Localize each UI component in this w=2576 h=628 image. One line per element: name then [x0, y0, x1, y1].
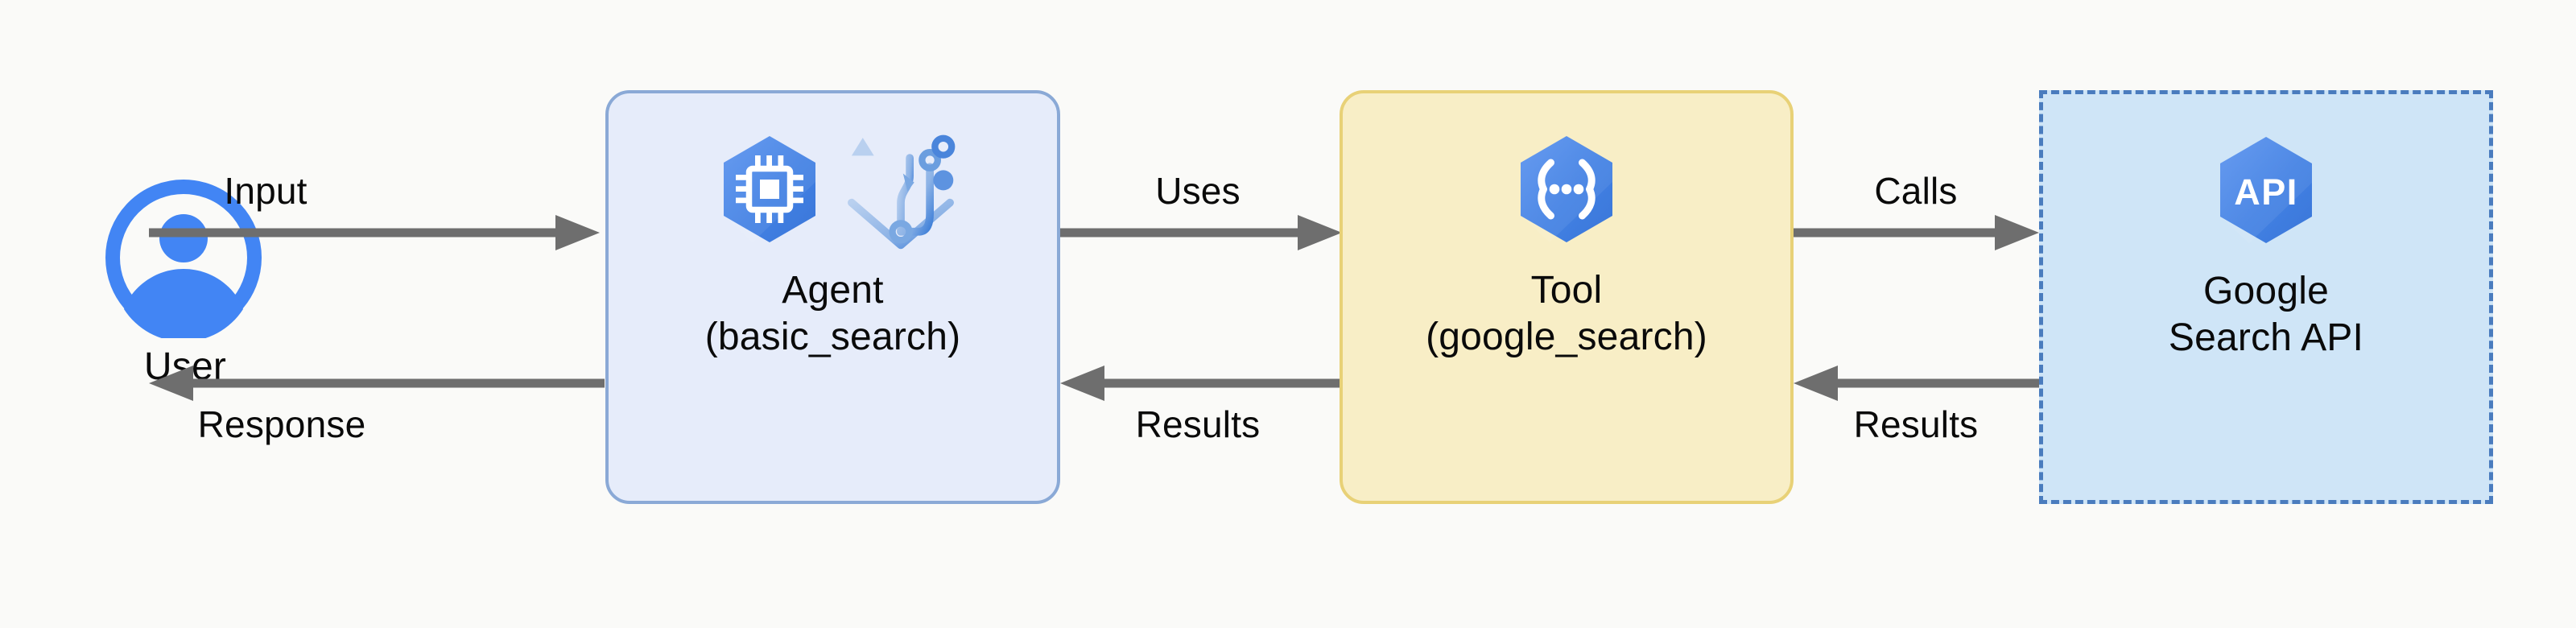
api-hexagon-icon: API: [2206, 130, 2326, 254]
node-api-label-line2: Search API: [2168, 316, 2364, 359]
cpu-chip-hexagon-icon: [709, 129, 830, 254]
agent-flow-icon: [844, 129, 957, 254]
arrow-user-to-agent: [149, 215, 600, 250]
arrow-api-to-tool: [1794, 366, 2039, 401]
agent-icon-row: [609, 130, 1057, 251]
node-agent-label-line1: Agent: [782, 269, 884, 312]
arrow-agent-to-tool: [1060, 215, 1342, 250]
node-tool-label: Tool (google_search): [1343, 267, 1790, 361]
node-api-label-line1: Google: [2203, 270, 2329, 312]
node-tool-label-line2: (google_search): [1426, 316, 1707, 358]
node-agent-label-line2: (basic_search): [704, 316, 961, 358]
user-avatar-icon: [103, 177, 264, 342]
api-hexagon-icon-text: API: [2234, 171, 2298, 213]
arrow-tool-to-api: [1794, 215, 2039, 250]
arrow-tool-to-agent: [1060, 366, 1342, 401]
code-brackets-hexagon-icon: [1506, 129, 1627, 254]
edge-label-results-tool: Results: [1135, 403, 1261, 445]
node-api-label: Google Search API: [2043, 268, 2489, 362]
node-tool[interactable]: Tool (google_search): [1340, 90, 1794, 504]
edge-label-response: Response: [197, 403, 366, 445]
tool-icon-row: [1343, 130, 1790, 251]
node-tool-label-line1: Tool: [1530, 269, 1603, 312]
node-agent-label: Agent (basic_search): [609, 267, 1057, 361]
edge-label-uses: Uses: [1155, 170, 1241, 212]
edge-label-results-api: Results: [1853, 403, 1979, 445]
arrow-agent-to-user: [149, 366, 605, 401]
api-icon-row: API: [2043, 131, 2489, 252]
node-google-search-api[interactable]: API Google Search API: [2039, 90, 2493, 504]
edge-label-input: Input: [224, 170, 308, 212]
edge-label-calls: Calls: [1874, 170, 1958, 212]
node-agent[interactable]: Agent (basic_search): [605, 90, 1060, 504]
